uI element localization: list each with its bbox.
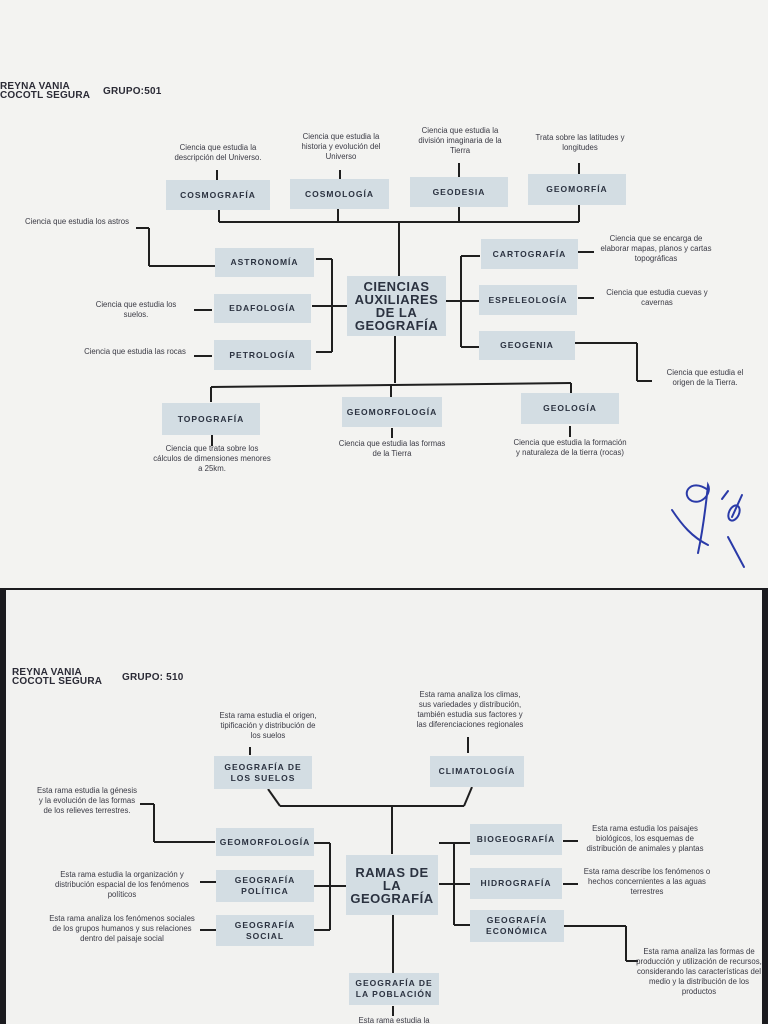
box-geologia: GEOLOGÍA — [521, 393, 619, 424]
box-geografia-economica: GEOGRAFÍA ECONÓMICA — [470, 910, 564, 942]
desc-geografia-suelos: Esta rama estudia el origen, tipificació… — [219, 711, 317, 740]
desc-hidrografia: Esta rama describe los fenómenos o hecho… — [583, 867, 711, 896]
desc-geografia-poblacion: Esta rama estudia la — [358, 1016, 430, 1024]
box-geomorfologia: GEOMORFOLOGÍA — [216, 828, 314, 856]
box-climatologia: CLIMATOLOGÍA — [430, 756, 524, 787]
desc-climatologia: Esta rama analiza los climas, sus varied… — [416, 690, 524, 729]
desc-edafologia: Ciencia que estudia los suelos. — [95, 300, 177, 319]
connector-lines — [140, 737, 638, 1016]
box-geomorfologia: GEOMORFOLOGÍA — [342, 397, 442, 427]
desc-geomorfologia: Ciencia que estudia las formas de la Tie… — [338, 439, 446, 458]
box-geodesia: GEODESIA — [410, 177, 508, 207]
box-cosmologia: COSMOLOGÍA — [290, 179, 389, 209]
author-name: REYNA VANIA COCOTL SEGURA — [12, 667, 103, 687]
desc-cosmologia: Ciencia que estudia la historia y evoluc… — [301, 132, 381, 161]
desc-geografia-politica: Esta rama estudia la organización y dist… — [55, 870, 189, 899]
desc-espeleologia: Ciencia que estudia cuevas y cavernas — [606, 288, 708, 307]
box-edafologia: EDAFOLOGÍA — [214, 294, 311, 323]
box-geomorfia: GEOMORFÍA — [528, 174, 626, 205]
grade-mark — [671, 481, 745, 568]
desc-geomorfia: Trata sobre las latitudes y longitudes — [535, 133, 625, 152]
sheet-ramas-geografia: REYNA VANIA COCOTL SEGURA GRUPO: 510 — [6, 590, 762, 1024]
sheet-ciencias-auxiliares: REYNA VANIA COCOTL SEGURA GRUPO:501 — [0, 0, 768, 588]
desc-petrologia: Ciencia que estudia las rocas — [84, 347, 186, 356]
box-biogeografia: BIOGEOGRAFÍA — [470, 824, 562, 855]
desc-geomorfologia: Esta rama estudia la génesis y la evoluc… — [36, 786, 138, 815]
connector-lines — [136, 163, 652, 446]
author-name: REYNA VANIA COCOTL SEGURA — [0, 81, 91, 101]
desc-geogenia: Ciencia que estudia el origen de la Tier… — [666, 368, 744, 387]
desc-topografia: Ciencia que trata sobre los cálculos de … — [153, 444, 271, 473]
desc-geologia: Ciencia que estudia la formación y natur… — [513, 438, 627, 457]
box-astronomia: ASTRONOMÍA — [215, 248, 314, 277]
center-title: RAMAS DE LA GEOGRAFÍA — [346, 855, 438, 915]
box-espeleologia: ESPELEOLOGÍA — [479, 285, 577, 315]
box-geogenia: GEOGENIA — [479, 331, 575, 360]
box-cartografia: CARTOGRAFÍA — [481, 239, 578, 269]
box-hidrografia: HIDROGRAFÍA — [470, 868, 562, 899]
desc-biogeografia: Esta rama estudia los paisajes biológico… — [586, 824, 704, 853]
box-geografia-poblacion: GEOGRAFÍA DE LA POBLACIÓN — [349, 973, 439, 1005]
center-title: CIENCIAS AUXILIARES DE LA GEOGRAFÍA — [347, 276, 446, 336]
desc-geodesia: Ciencia que estudia la división imaginar… — [418, 126, 502, 155]
desc-geografia-social: Esta rama analiza los fenómenos sociales… — [49, 914, 195, 943]
box-geografia-politica: GEOGRAFÍA POLÍTICA — [216, 870, 314, 902]
box-geografia-suelos: GEOGRAFÍA DE LOS SUELOS — [214, 756, 312, 789]
group-label: GRUPO:501 — [103, 86, 162, 97]
desc-cartografia: Ciencia que se encarga de elaborar mapas… — [600, 234, 712, 263]
box-geografia-social: GEOGRAFÍA SOCIAL — [216, 915, 314, 946]
box-cosmografia: COSMOGRAFÍA — [166, 180, 270, 210]
desc-geografia-economica: Esta rama analiza las formas de producci… — [636, 947, 762, 996]
box-petrologia: PETROLOGÍA — [214, 340, 311, 370]
desc-cosmografia: Ciencia que estudia la descripción del U… — [174, 143, 262, 162]
desc-astronomia: Ciencia que estudia los astros — [24, 217, 130, 226]
box-topografia: TOPOGRAFÍA — [162, 403, 260, 435]
group-label: GRUPO: 510 — [122, 672, 184, 683]
